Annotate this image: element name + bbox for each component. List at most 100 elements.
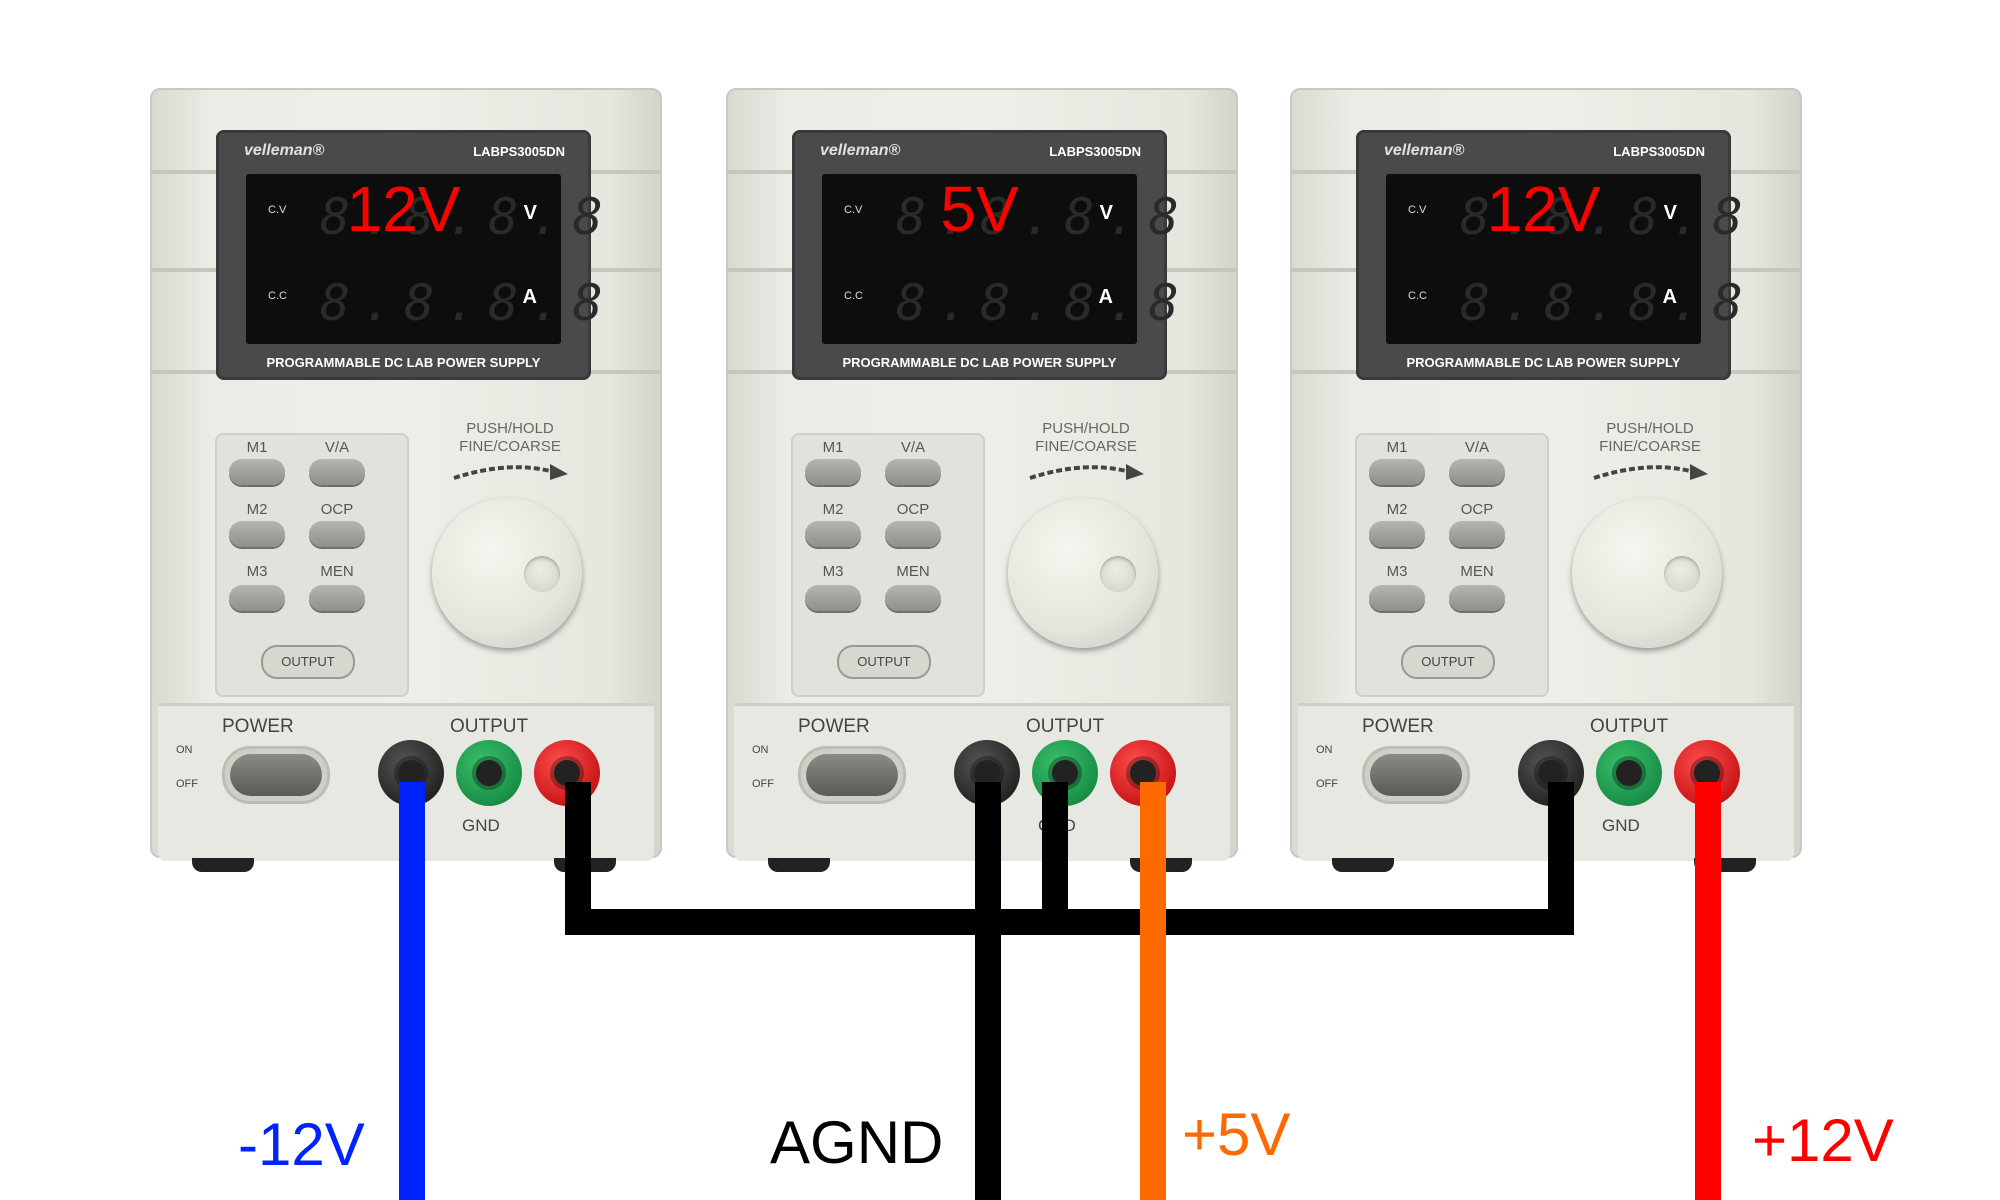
key-label-m2: M2 [1386, 501, 1408, 518]
power-switch-rocker [1370, 754, 1462, 796]
power-label: POWER [798, 716, 870, 737]
psu-case: velleman® LABPS3005DN C.V 8.8.8.8 V C.C … [150, 88, 662, 861]
output-enable-button[interactable]: OUTPUT [261, 645, 355, 679]
terminal-socket [1694, 760, 1720, 786]
power-switch[interactable] [1362, 746, 1470, 804]
power-supply-unit-2: velleman® LABPS3005DN C.V 8.8.8.8 V C.C … [726, 88, 1238, 872]
psu-case: velleman® LABPS3005DN C.V 8.8.8.8 V C.C … [726, 88, 1238, 861]
knob-label-line2: FINE/COARSE [459, 438, 561, 455]
terminal-socket [1052, 760, 1078, 786]
knob-label-line2: FINE/COARSE [1035, 438, 1137, 455]
m3-button[interactable] [805, 585, 861, 611]
panel-label: PROGRAMMABLE DC LAB POWER SUPPLY [1406, 355, 1681, 370]
amp-unit: A [522, 286, 537, 308]
men-button[interactable] [885, 585, 941, 611]
voltage-annotation: 12V [346, 173, 461, 245]
adjust-knob[interactable] [1008, 498, 1158, 648]
key-label-men: MEN [1460, 563, 1494, 580]
off-label: OFF [176, 778, 198, 790]
va-button[interactable] [1449, 459, 1505, 485]
m2-button[interactable] [229, 521, 285, 547]
display-bezel: velleman® LABPS3005DN C.V 8.8.8.8 V C.C … [792, 130, 1179, 380]
key-label-va: V/A [1464, 439, 1490, 456]
key-label-ocp: OCP [320, 501, 354, 518]
m3-button[interactable] [229, 585, 285, 611]
psu-foot [768, 858, 830, 872]
rail-label-plus-5v: +5V [1182, 1101, 1291, 1168]
key-label-men: MEN [896, 563, 930, 580]
power-label: POWER [1362, 716, 1434, 737]
voltage-digits: 8.8.8.8 [320, 188, 615, 246]
key-label-m1: M1 [822, 439, 844, 456]
output-enable-button[interactable]: OUTPUT [1401, 645, 1495, 679]
brand-logo: velleman® [1384, 142, 1465, 159]
key-label-m1: M1 [246, 439, 268, 456]
power-supply-unit-1: velleman® LABPS3005DN C.V 8.8.8.8 V C.C … [150, 88, 662, 872]
cc-indicator: C.C [268, 290, 287, 302]
m3-button[interactable] [1369, 585, 1425, 611]
ground-terminal[interactable] [456, 740, 522, 806]
keypad: M1 V/A M2 OCP M3 MEN OUTPUT [1355, 433, 1549, 697]
m1-button[interactable] [1369, 459, 1425, 485]
cv-indicator: C.V [268, 204, 287, 216]
terminal-socket [1616, 760, 1642, 786]
key-label-m3: M3 [822, 563, 844, 580]
brand-logo: velleman® [820, 142, 901, 159]
on-label: ON [1316, 744, 1333, 756]
power-switch[interactable] [798, 746, 906, 804]
va-button[interactable] [309, 459, 365, 485]
panel-label: PROGRAMMABLE DC LAB POWER SUPPLY [266, 355, 541, 370]
knob-label-line1: PUSH/HOLD [1606, 420, 1694, 437]
cc-indicator: C.C [844, 290, 863, 302]
m2-button[interactable] [1369, 521, 1425, 547]
cv-indicator: C.V [844, 204, 863, 216]
power-supply-unit-3: velleman® LABPS3005DN C.V 8.8.8.8 V C.C … [1290, 88, 1802, 872]
power-switch[interactable] [222, 746, 330, 804]
terminal-socket [398, 760, 424, 786]
m1-button[interactable] [229, 459, 285, 485]
va-button[interactable] [885, 459, 941, 485]
adjust-knob[interactable] [432, 498, 582, 648]
men-button[interactable] [1449, 585, 1505, 611]
knob-label-line1: PUSH/HOLD [466, 420, 554, 437]
output-enable-button[interactable]: OUTPUT [837, 645, 931, 679]
m1-button[interactable] [805, 459, 861, 485]
volt-unit: V [1099, 202, 1113, 224]
rail-label-plus-12v: +12V [1752, 1107, 1894, 1174]
on-label: ON [752, 744, 769, 756]
lcd-display: C.V 8.8.8.8 V C.C 8.8.8.8 A 12V [1386, 173, 1743, 344]
amp-unit: A [1662, 286, 1677, 308]
output-label: OUTPUT [1026, 716, 1105, 737]
m2-button[interactable] [805, 521, 861, 547]
lcd-display: C.V 8.8.8.8 V C.C 8.8.8.8 A 5V [822, 173, 1179, 344]
knob-dimple [1664, 556, 1700, 592]
current-digits: 8.8.8.8 [896, 274, 1191, 332]
terminal-socket [476, 760, 502, 786]
ocp-button[interactable] [309, 521, 365, 547]
knob-dimple [1100, 556, 1136, 592]
rail-label-minus-12v: -12V [238, 1111, 365, 1178]
adjust-knob[interactable] [1572, 498, 1722, 648]
ocp-button[interactable] [885, 521, 941, 547]
cc-indicator: C.C [1408, 290, 1427, 302]
key-label-m2: M2 [246, 501, 268, 518]
terminal-socket [1538, 760, 1564, 786]
on-label: ON [176, 744, 193, 756]
key-label-m1: M1 [1386, 439, 1408, 456]
rotate-arrow-icon [1593, 464, 1708, 480]
voltage-digits: 8.8.8.8 [896, 188, 1191, 246]
ground-terminal[interactable] [1596, 740, 1662, 806]
volt-unit: V [1663, 202, 1677, 224]
key-label-va: V/A [324, 439, 350, 456]
psu-case: velleman® LABPS3005DN C.V 8.8.8.8 V C.C … [1290, 88, 1802, 861]
panel-label: PROGRAMMABLE DC LAB POWER SUPPLY [842, 355, 1117, 370]
current-digits: 8.8.8.8 [1460, 274, 1755, 332]
men-button[interactable] [309, 585, 365, 611]
terminal-socket [974, 760, 1000, 786]
key-label-ocp: OCP [896, 501, 930, 518]
model-number: LABPS3005DN [1613, 144, 1705, 159]
power-switch-rocker [806, 754, 898, 796]
key-label-ocp: OCP [1460, 501, 1494, 518]
display-bezel: velleman® LABPS3005DN C.V 8.8.8.8 V C.C … [1356, 130, 1743, 380]
ocp-button[interactable] [1449, 521, 1505, 547]
